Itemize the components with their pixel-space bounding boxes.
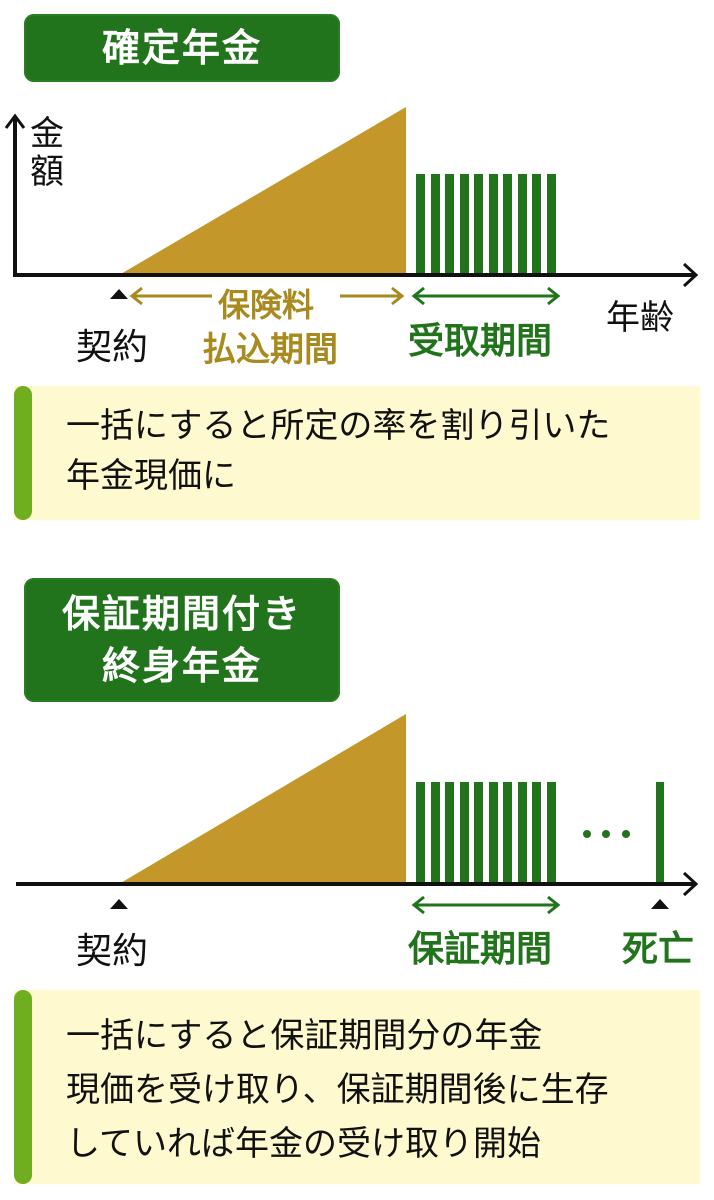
x-axis-arrow-icon [682,871,699,897]
note2-line2: 現価を受け取り、保証期間後に生存 [66,1070,609,1110]
guarantee-bars [416,782,556,884]
chart1 [4,107,699,306]
note2-line3: していれば年金の受け取り開始 [66,1124,541,1164]
x-axis-label: 年齢 [606,298,674,338]
premium-period-arrow [129,286,405,306]
x-axis-arrow-icon [682,262,699,288]
premium-triangle [119,107,406,275]
section1-title: 確定年金 [24,14,340,82]
y-axis-label-1: 金 [30,114,64,154]
payout-bars [416,174,556,275]
chart2 [16,714,699,915]
receive-period-arrow [411,286,561,306]
contract-label: 契約 [76,327,149,368]
section2-title-line1: 保証期間付き [61,592,302,636]
premium-triangle [119,714,406,884]
note-box-2: 一括にすると保証期間分の年金 現価を受け取り、保証期間後に生存 していれば年金の… [14,990,700,1184]
note1-line2: 年金現価に [66,456,236,496]
ellipsis-dots-icon [583,830,630,838]
receive-label: 受取期間 [408,321,553,362]
contract-marker-icon [110,289,128,299]
death-label: 死亡 [622,929,695,970]
y-axis-arrow-icon [4,113,26,129]
contract-label-2: 契約 [76,931,149,972]
death-bar [656,782,664,884]
note2-line1: 一括にすると保証期間分の年金 [66,1016,543,1056]
y-axis-label-2: 額 [30,152,64,192]
section2-title-line2: 終身年金 [101,644,262,688]
death-marker-icon [651,899,669,909]
note-box-1: 一括にすると所定の率を割り引いた 年金現価に [14,386,700,520]
section2-title: 保証期間付き 終身年金 [24,578,340,702]
contract-marker-icon [110,899,128,909]
note-accent-bar [14,990,32,1184]
guarantee-label: 保証期間 [408,929,553,970]
premium-label-line2: 払込期間 [202,330,338,370]
note-accent-bar [14,386,32,520]
guarantee-period-arrow [411,895,561,915]
note1-line1: 一括にすると所定の率を割り引いた [66,406,611,446]
premium-label-line1: 保険料 [218,286,315,324]
